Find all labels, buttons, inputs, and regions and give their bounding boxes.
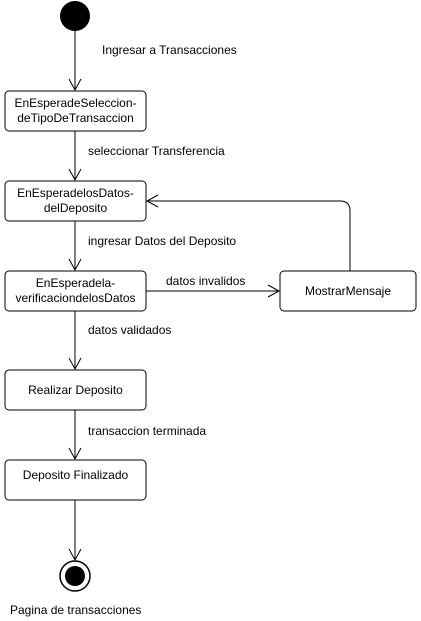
state-realizar-deposito-label: Realizar Deposito <box>28 383 123 397</box>
state-en-espera-datos-line1: EnEsperadelosDatos- <box>17 186 134 200</box>
edge-mensaje-to-datos <box>145 194 351 271</box>
state-realizar-deposito: Realizar Deposito <box>4 369 147 411</box>
state-deposito-finalizado: Deposito Finalizado <box>4 459 147 501</box>
edge-datos-to-verificacion <box>68 221 82 272</box>
edge-realizar-to-finalizado <box>68 410 82 461</box>
transition-ingresar-label: ingresar Datos del Deposito <box>88 234 236 248</box>
final-state <box>59 560 91 592</box>
edge-verificacion-to-mensaje <box>146 284 281 298</box>
edge-initial-to-seleccion <box>68 31 82 92</box>
transition-invalidos-label: datos invalidos <box>166 274 245 288</box>
final-state-label: Pagina de transacciones <box>10 603 141 617</box>
state-en-espera-verificacion: EnEsperadela- verificaciondelosDatos <box>4 270 147 312</box>
state-deposito-finalizado-label: Deposito Finalizado <box>23 468 129 482</box>
state-en-espera-verificacion-line1: EnEsperadela- <box>36 276 115 290</box>
state-mostrar-mensaje-label: MostrarMensaje <box>305 284 391 298</box>
state-en-espera-seleccion: EnEsperadeSeleccion- deTipoDeTransaccion <box>4 90 147 132</box>
state-en-espera-seleccion-line1: EnEsperadeSeleccion- <box>14 96 136 110</box>
state-en-espera-datos: EnEsperadelosDatos- delDeposito <box>4 180 147 222</box>
transition-terminada-label: transaccion terminada <box>88 424 206 438</box>
edge-seleccion-to-datos <box>68 131 82 182</box>
initial-state <box>60 1 90 31</box>
edge-finalizado-to-final <box>68 500 82 562</box>
state-en-espera-datos-line2: delDeposito <box>44 201 108 215</box>
transition-validados-label: datos validados <box>88 323 171 337</box>
state-en-espera-verificacion-line2: verificaciondelosDatos <box>15 291 135 305</box>
initial-transition-label: Ingresar a Transacciones <box>102 43 237 57</box>
state-en-espera-seleccion-line2: deTipoDeTransaccion <box>17 111 134 125</box>
state-mostrar-mensaje: MostrarMensaje <box>279 270 417 312</box>
transition-seleccionar-label: seleccionar Transferencia <box>88 144 225 158</box>
edge-verificacion-to-realizar <box>68 311 82 371</box>
